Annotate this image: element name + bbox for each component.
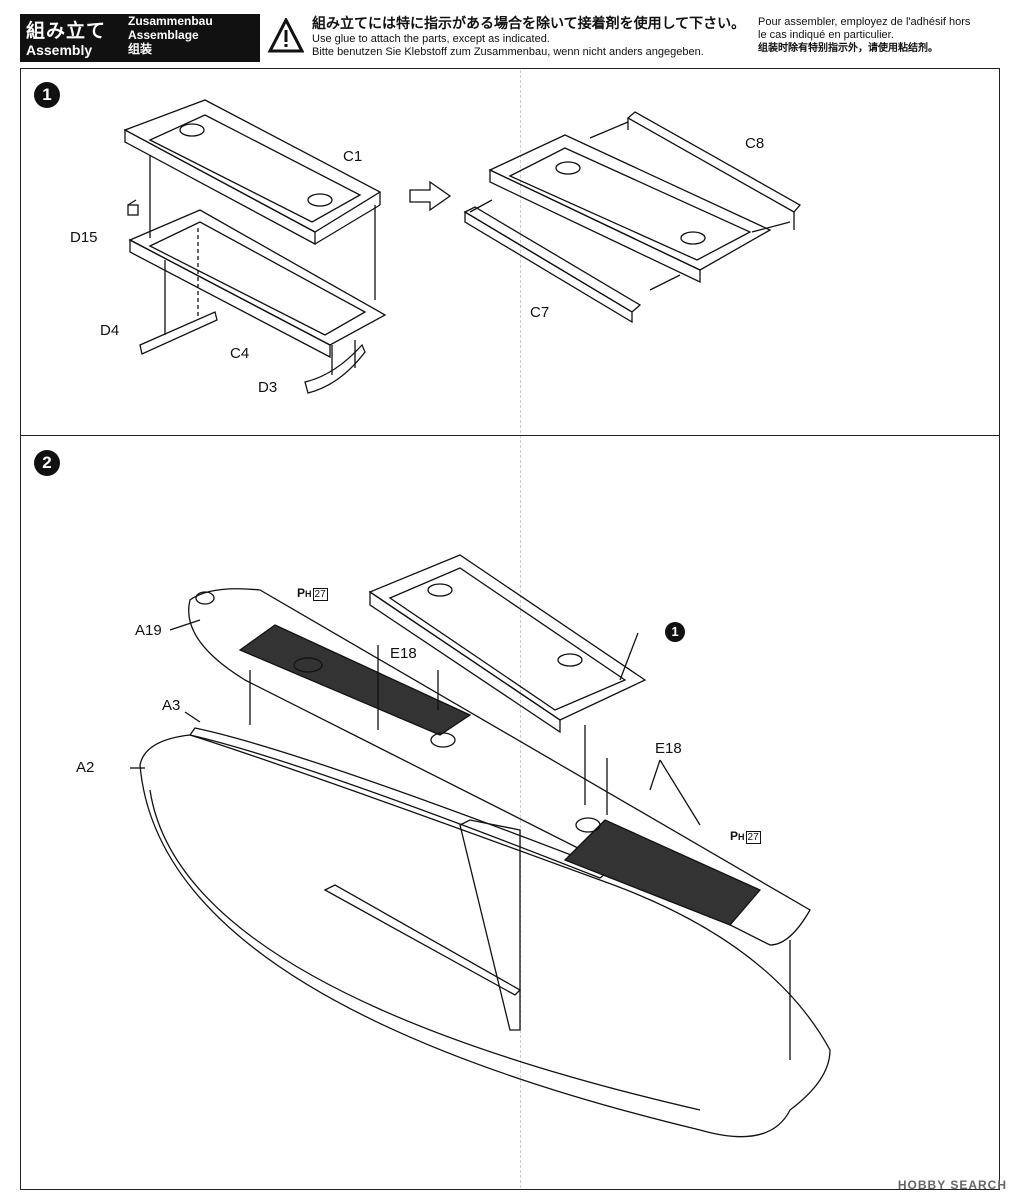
part-a2: [139, 734, 831, 1138]
label-e18-upper: E18: [390, 645, 417, 662]
warning-cn: 组装时除有特别指示外，请使用粘结剂。: [758, 43, 938, 54]
warning-en: Use glue to attach the parts, except as …: [312, 33, 550, 45]
part-d15: [127, 199, 139, 216]
part-c8: [626, 111, 802, 230]
title-de: Zusammenbau: [128, 14, 213, 28]
title-en: Assembly: [26, 42, 93, 58]
glue-warning: 組み立てには特に指示がある場合を除いて接着剤を使用して下さい。 Use glue…: [312, 16, 752, 59]
paint-code-h: H: [738, 832, 745, 842]
part-module-1: [368, 554, 647, 734]
label-d4: D4: [100, 322, 120, 339]
paint-code-p: P: [297, 586, 306, 600]
part-d4: [139, 311, 218, 355]
part-c7: [463, 206, 642, 324]
paint-code-p: P: [730, 829, 739, 843]
ref-step1-badge: 1: [665, 622, 685, 642]
label-d15: D15: [70, 229, 98, 246]
label-a2: A2: [76, 759, 95, 776]
title-block: 組み立て Assembly: [20, 14, 124, 62]
label-a19: A19: [135, 622, 162, 639]
part-a19: [188, 588, 811, 946]
label-a3: A3: [162, 697, 181, 714]
label-c8: C8: [745, 135, 765, 152]
paint-code-h: H: [305, 589, 312, 599]
part-c1: [123, 99, 382, 246]
fold-line: [520, 70, 521, 1188]
title-jp: 組み立て: [26, 20, 107, 42]
paint-code-number: 27: [312, 588, 328, 601]
part-a3: [188, 727, 612, 879]
label-d3: D3: [258, 379, 278, 396]
label-e18-lower: E18: [655, 740, 682, 757]
language-titles: Zusammenbau Assemblage 组装: [124, 14, 260, 62]
warning-de: Bitte benutzen Sie Klebstoff zum Zusamme…: [312, 46, 704, 58]
part-c4: [128, 209, 387, 359]
step1-badge: 1: [34, 82, 60, 108]
title-fr: Assemblage: [128, 28, 199, 42]
paint-code-number: 27: [745, 831, 761, 844]
part-c1-assembled: [488, 134, 772, 284]
warning-jp: 組み立てには特に指示がある場合を除いて接着剤を使用して下さい。: [312, 16, 746, 32]
warning-fr-2: le cas indiqué en particulier.: [758, 29, 894, 41]
title-cn: 组装: [128, 42, 153, 56]
glue-warning-right: Pour assembler, employez de l'adhésif ho…: [758, 16, 998, 55]
header-bar: 組み立て Assembly Zusammenbau Assemblage 组装 …: [20, 14, 1000, 62]
step2-badge: 2: [34, 450, 60, 476]
label-c1: C1: [343, 148, 363, 165]
warning-icon: [268, 18, 304, 53]
label-c4: C4: [230, 345, 250, 362]
label-c7: C7: [530, 304, 550, 321]
watermark: HOBBY SEARCH: [897, 1178, 1007, 1192]
instruction-frame: [20, 68, 1000, 1190]
part-d3: [304, 343, 366, 394]
step-divider: [20, 435, 1000, 436]
warning-fr-1: Pour assembler, employez de l'adhésif ho…: [758, 16, 971, 28]
